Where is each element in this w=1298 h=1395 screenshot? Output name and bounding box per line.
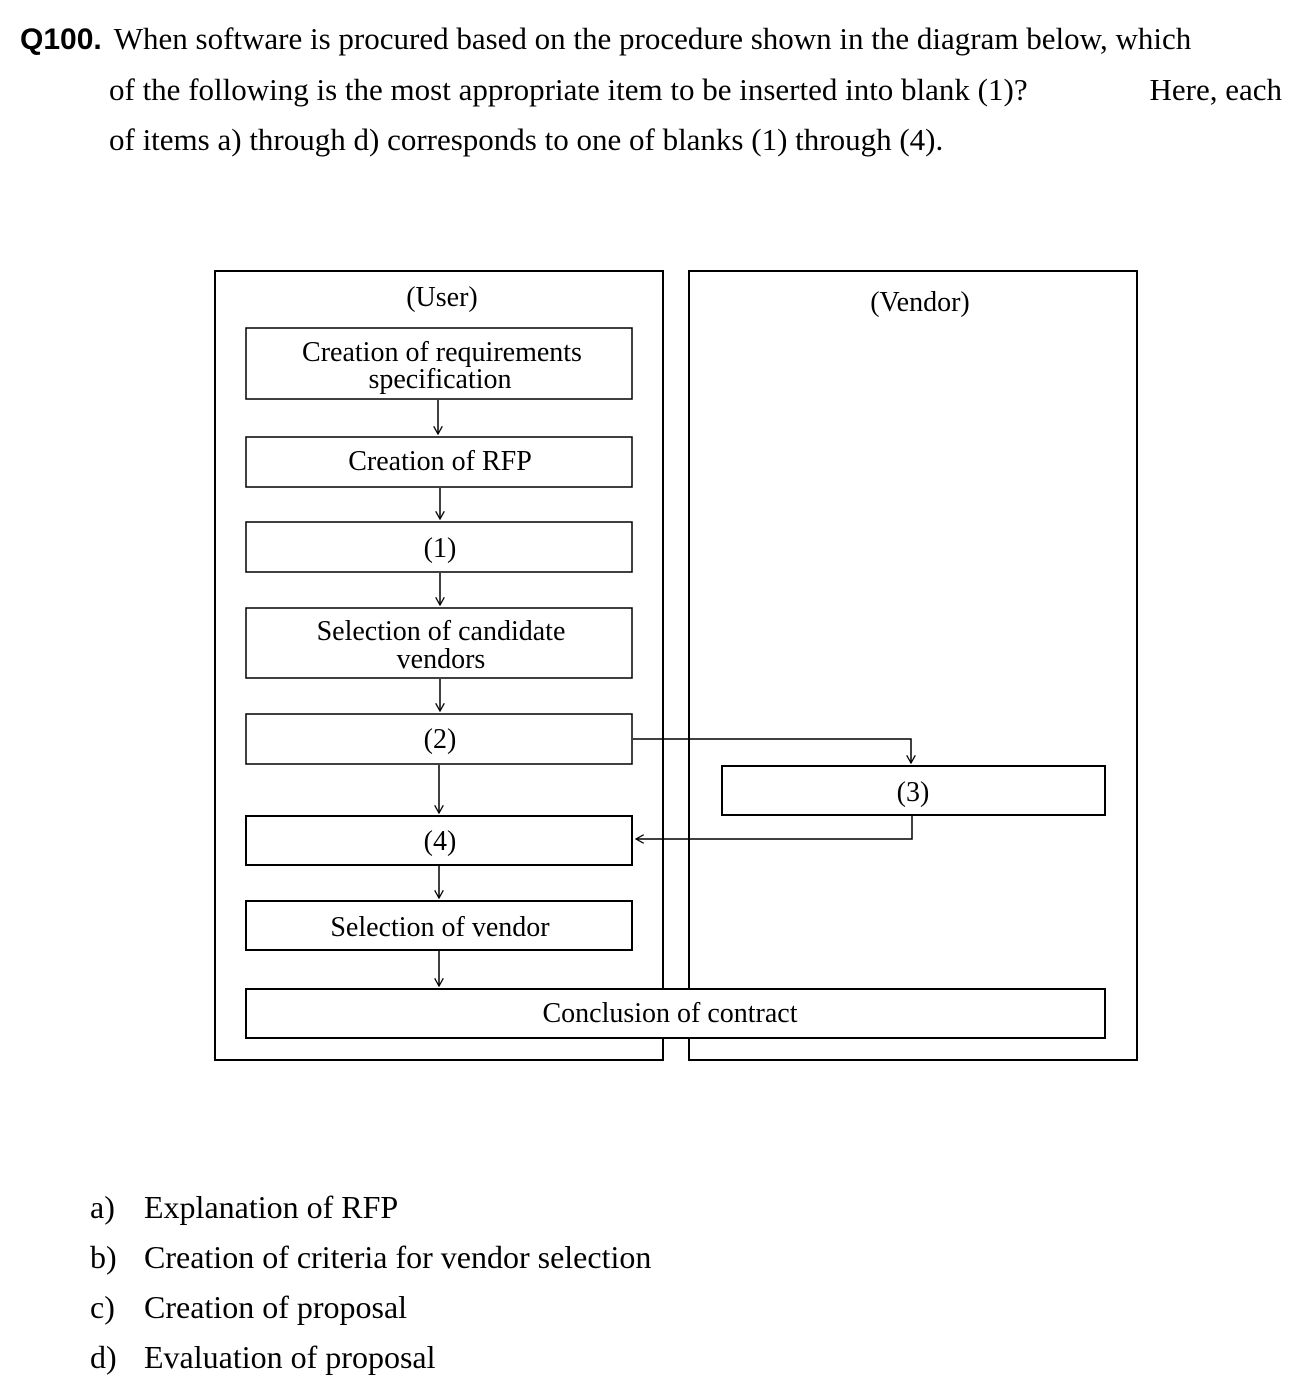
question-text: Q100. When software is procured based on … <box>20 14 1282 165</box>
blank-2-label: (2) <box>424 724 457 755</box>
box-requirements-spec-line1: Creation of requirements <box>302 337 582 368</box>
box-blank-3 <box>721 765 1106 816</box>
question-line-2-text: of the following is the most appropriate… <box>109 72 1028 107</box>
box-conclusion-of-contract <box>245 988 1106 1039</box>
blank-4-label: (4) <box>424 826 457 857</box>
choice-c: c) Creation of proposal <box>90 1282 651 1332</box>
question-line-1-text: When software is procured based on the p… <box>113 21 1192 56</box>
box-creation-of-rfp-label: Creation of RFP <box>348 446 532 477</box>
box-blank-2 <box>245 713 633 765</box>
box-selection-of-vendor-label: Selection of vendor <box>330 912 550 943</box>
question-line-2: of the following is the most appropriate… <box>20 65 1282 115</box>
choice-b: b) Creation of criteria for vendor select… <box>90 1232 651 1282</box>
question-line-2-tail: Here, each <box>1149 72 1282 107</box>
user-lane <box>214 270 664 1061</box>
choice-a-text: Explanation of RFP <box>144 1189 399 1225</box>
choice-b-text: Creation of criteria for vendor selectio… <box>144 1239 652 1275</box>
question-line-1: Q100. When software is procured based on … <box>20 14 1282 65</box>
box-blank-1 <box>245 521 633 573</box>
question-line-3: of items a) through d) corresponds to on… <box>109 122 944 157</box>
choice-a-label: a) <box>90 1189 115 1225</box>
box-selection-of-vendor <box>245 900 633 951</box>
arrow-blank3-to-blank4 <box>636 816 913 839</box>
box-candidate-vendors-line1: Selection of candidate <box>317 616 566 647</box>
choice-d: d) Evaluation of proposal <box>90 1332 651 1382</box>
box-candidate-vendors-line2: vendors <box>397 644 486 675</box>
choice-b-label: b) <box>90 1239 117 1275</box>
vendor-lane-label: (Vendor) <box>870 287 970 318</box>
choice-c-text: Creation of proposal <box>144 1289 408 1325</box>
choice-d-text: Evaluation of proposal <box>144 1339 436 1375</box>
box-requirements-spec <box>245 327 633 400</box>
vendor-lane <box>688 270 1138 1061</box>
blank-1-label: (1) <box>424 533 457 564</box>
box-creation-of-rfp <box>245 436 633 488</box>
choice-c-label: c) <box>90 1289 115 1325</box>
choice-d-label: d) <box>90 1339 117 1375</box>
blank-3-label: (3) <box>897 777 930 808</box>
box-blank-4 <box>245 815 633 866</box>
user-lane-label: (User) <box>406 282 478 313</box>
box-candidate-vendors <box>245 607 633 679</box>
arrow-blank2-to-blank3 <box>633 738 911 763</box>
choice-a: a) Explanation of RFP <box>90 1182 651 1232</box>
question-number: Q100. <box>20 23 102 56</box>
answer-choices: a) Explanation of RFP b) Creation of crite… <box>90 1182 651 1382</box>
box-requirements-spec-line2: specification <box>368 364 511 395</box>
box-conclusion-of-contract-label: Conclusion of contract <box>542 998 797 1029</box>
